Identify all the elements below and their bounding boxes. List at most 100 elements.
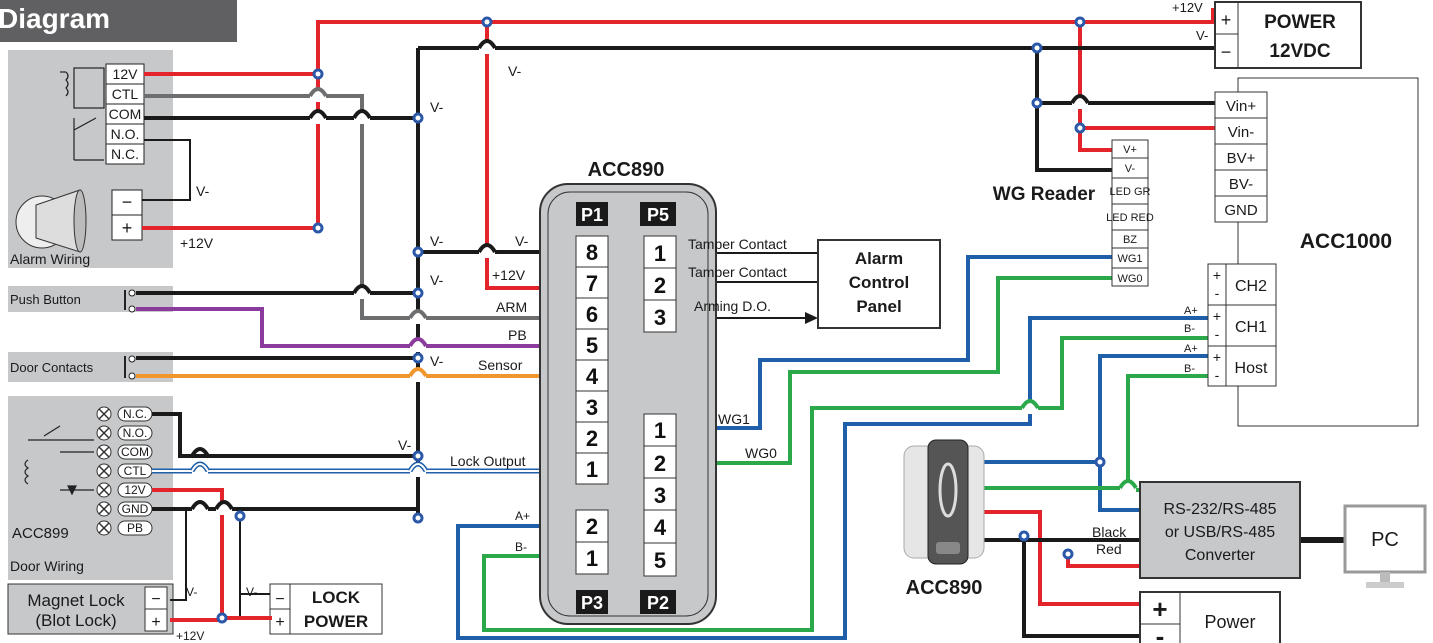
alarm-terminal-block: 12V CTL COM N.O. N.C. bbox=[105, 63, 145, 165]
svg-text:LED GR: LED GR bbox=[1110, 186, 1151, 198]
svg-text:V+: V+ bbox=[1123, 144, 1137, 156]
label-tamper-1: Tamper Contact bbox=[688, 236, 787, 252]
svg-text:A+: A+ bbox=[1184, 343, 1198, 355]
svg-text:-: - bbox=[1215, 326, 1220, 342]
alarm-term-com: COM bbox=[109, 106, 142, 122]
power-minus-label: V- bbox=[1196, 28, 1208, 43]
svg-text:BZ: BZ bbox=[1123, 234, 1137, 246]
reader-device-icon bbox=[903, 439, 985, 565]
svg-text:-: - bbox=[1156, 621, 1165, 643]
svg-text:2: 2 bbox=[586, 426, 598, 451]
acc899-term-no: N.O. bbox=[123, 426, 148, 440]
magnet-lock: − + Magnet Lock (Blot Lock) bbox=[7, 583, 174, 635]
acc899-term-nc: N.C. bbox=[123, 407, 147, 421]
alarm-v-minus: V- bbox=[196, 183, 210, 199]
magnet-lock-line1: Magnet Lock bbox=[27, 591, 125, 610]
svg-text:2: 2 bbox=[586, 514, 598, 539]
bottom-power: + - Power bbox=[1139, 591, 1281, 643]
svg-text:WG1: WG1 bbox=[1117, 253, 1142, 265]
converter-black-label: Black bbox=[1092, 524, 1127, 540]
label-a-plus: A+ bbox=[515, 509, 530, 523]
magnet-lock-v-minus: V- bbox=[186, 585, 197, 599]
alarm-term-no: N.O. bbox=[111, 126, 140, 142]
acc1000: Vin+ Vin- BV+ BV- GND +- +- +- CH2 CH1 H… bbox=[1207, 77, 1419, 427]
label-v-minus-1: V- bbox=[430, 99, 444, 115]
alarm-power-terminals: − + bbox=[111, 189, 143, 241]
svg-text:3: 3 bbox=[654, 305, 666, 330]
siren-icon bbox=[15, 189, 87, 253]
label-lock-output: Lock Output bbox=[450, 453, 526, 469]
acc890-controller-name: ACC890 bbox=[588, 159, 665, 181]
label-v-minus-top: V- bbox=[508, 63, 522, 79]
arrow-icon bbox=[805, 312, 818, 324]
power-name-line2: 12VDC bbox=[1269, 41, 1331, 62]
header-p2: P2 bbox=[647, 593, 669, 613]
p3-connector: 2 1 bbox=[575, 509, 609, 575]
svg-text:B-: B- bbox=[1184, 363, 1195, 375]
label-pin7: +12V bbox=[492, 267, 526, 283]
push-button-label: Push Button bbox=[10, 292, 81, 307]
acc899-term-ctl: CTL bbox=[124, 464, 147, 478]
acc899-name: ACC899 bbox=[12, 525, 69, 542]
junction-dots bbox=[216, 16, 1106, 624]
acc1000-name: ACC1000 bbox=[1300, 230, 1392, 253]
door-wiring-caption: Door Wiring bbox=[10, 558, 84, 574]
label-arming: Arming D.O. bbox=[694, 298, 771, 314]
svg-text:Vin+: Vin+ bbox=[1226, 98, 1256, 115]
magnet-lock-line2: (Blot Lock) bbox=[35, 611, 116, 630]
acc899-term-pb: PB bbox=[127, 521, 143, 535]
port-ch1: CH1 bbox=[1235, 319, 1267, 336]
power-12vdc: + − POWER 12VDC bbox=[1214, 1, 1362, 69]
p5-connector: 1 2 3 bbox=[643, 235, 677, 333]
door-contacts-label: Door Contacts bbox=[10, 360, 94, 375]
diagram-title: Diagram bbox=[0, 3, 110, 34]
svg-text:+: + bbox=[151, 614, 160, 631]
alarm-plus12: +12V bbox=[180, 235, 214, 251]
svg-text:LED RED: LED RED bbox=[1106, 212, 1154, 224]
power-name-line1: POWER bbox=[1264, 12, 1336, 33]
converter-red-label: Red bbox=[1096, 541, 1122, 557]
label-v-minus-5: V- bbox=[398, 437, 412, 453]
svg-text:+: + bbox=[1213, 267, 1221, 283]
svg-text:Converter: Converter bbox=[1185, 547, 1256, 564]
svg-text:1: 1 bbox=[586, 546, 598, 571]
svg-text:or USB/RS-485: or USB/RS-485 bbox=[1165, 524, 1275, 541]
label-pin4: Sensor bbox=[478, 357, 523, 373]
reader-device-name: ACC890 bbox=[906, 577, 983, 599]
p2-connector: 1 2 3 4 5 bbox=[643, 413, 677, 577]
alarm-term-12v: 12V bbox=[113, 66, 139, 82]
title-tab bbox=[0, 0, 237, 42]
svg-text:5: 5 bbox=[586, 333, 598, 358]
label-tamper-2: Tamper Contact bbox=[688, 264, 787, 280]
svg-text:−: − bbox=[122, 192, 133, 212]
svg-text:V-: V- bbox=[1125, 163, 1136, 175]
svg-text:1: 1 bbox=[654, 418, 666, 443]
header-p5: P5 bbox=[647, 205, 669, 225]
svg-text:+: + bbox=[1152, 594, 1167, 624]
bottom-power-label: Power bbox=[1204, 612, 1255, 632]
svg-text:GND: GND bbox=[1224, 202, 1258, 219]
alarm-term-nc: N.C. bbox=[111, 146, 139, 162]
svg-text:2: 2 bbox=[654, 451, 666, 476]
label-v-minus-2: V- bbox=[430, 233, 444, 249]
label-wg1: WG1 bbox=[718, 411, 750, 427]
label-v-minus-3: V- bbox=[430, 272, 444, 288]
header-p3: P3 bbox=[581, 593, 603, 613]
svg-text:WG0: WG0 bbox=[1117, 273, 1142, 285]
svg-text:−: − bbox=[1221, 42, 1232, 62]
svg-text:+: + bbox=[1213, 308, 1221, 324]
relay-schematic-icon bbox=[60, 67, 105, 161]
power-plus-label: +12V bbox=[1172, 0, 1203, 15]
svg-text:6: 6 bbox=[586, 302, 598, 327]
pc-icon: PC bbox=[1343, 504, 1427, 588]
magnet-lock-plus12: +12V bbox=[176, 629, 204, 643]
label-v-minus-4: V- bbox=[430, 353, 444, 369]
push-button-switch-icon bbox=[124, 289, 136, 313]
header-p1: P1 bbox=[581, 205, 603, 225]
acc899-term-gnd: GND bbox=[122, 502, 149, 516]
svg-text:A+: A+ bbox=[1184, 305, 1198, 317]
svg-text:4: 4 bbox=[654, 515, 667, 540]
label-b-minus: B- bbox=[515, 540, 527, 554]
port-ch2: CH2 bbox=[1235, 278, 1267, 295]
